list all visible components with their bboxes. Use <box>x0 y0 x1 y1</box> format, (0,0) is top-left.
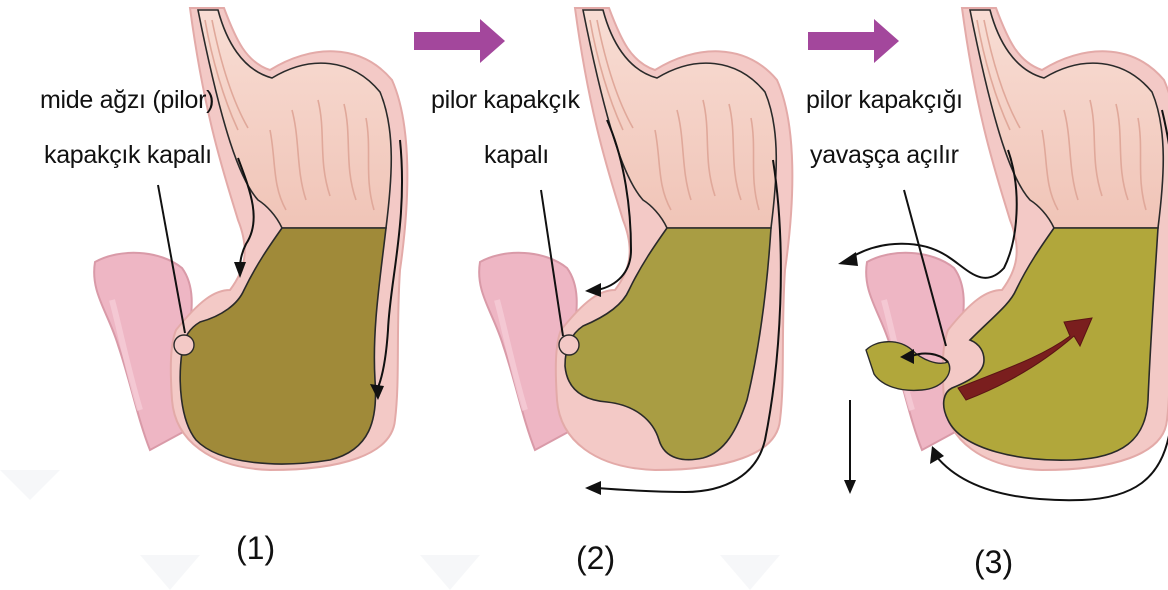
transition-arrow-1 <box>414 19 505 63</box>
pylorus-1 <box>174 335 194 355</box>
chyme-3 <box>944 228 1158 460</box>
panel-2-number: (2) <box>576 540 615 577</box>
panel-2-label-line-1: pilor kapakçık <box>431 86 580 115</box>
transition-arrow-2 <box>808 19 899 63</box>
panel-1-label-line-2: kapakçık kapalı <box>44 141 212 170</box>
panel-2-label-line-2: kapalı <box>484 141 549 170</box>
pylorus-2 <box>559 335 579 355</box>
stomach-panel-2 <box>479 8 792 495</box>
stomach-panel-3 <box>838 8 1168 500</box>
panel-1-number: (1) <box>236 530 275 567</box>
stomach-panel-1 <box>94 8 407 470</box>
panel-1-label-line-1: mide ağzı (pilor) <box>40 86 214 115</box>
chyme-1 <box>180 228 386 464</box>
panel-3-label-line-2: yavaşça açılır <box>810 141 959 170</box>
background-watermark <box>0 470 780 590</box>
panel-3-label-line-1: pilor kapakçığı <box>806 86 963 115</box>
panel-3-number: (3) <box>974 544 1013 581</box>
